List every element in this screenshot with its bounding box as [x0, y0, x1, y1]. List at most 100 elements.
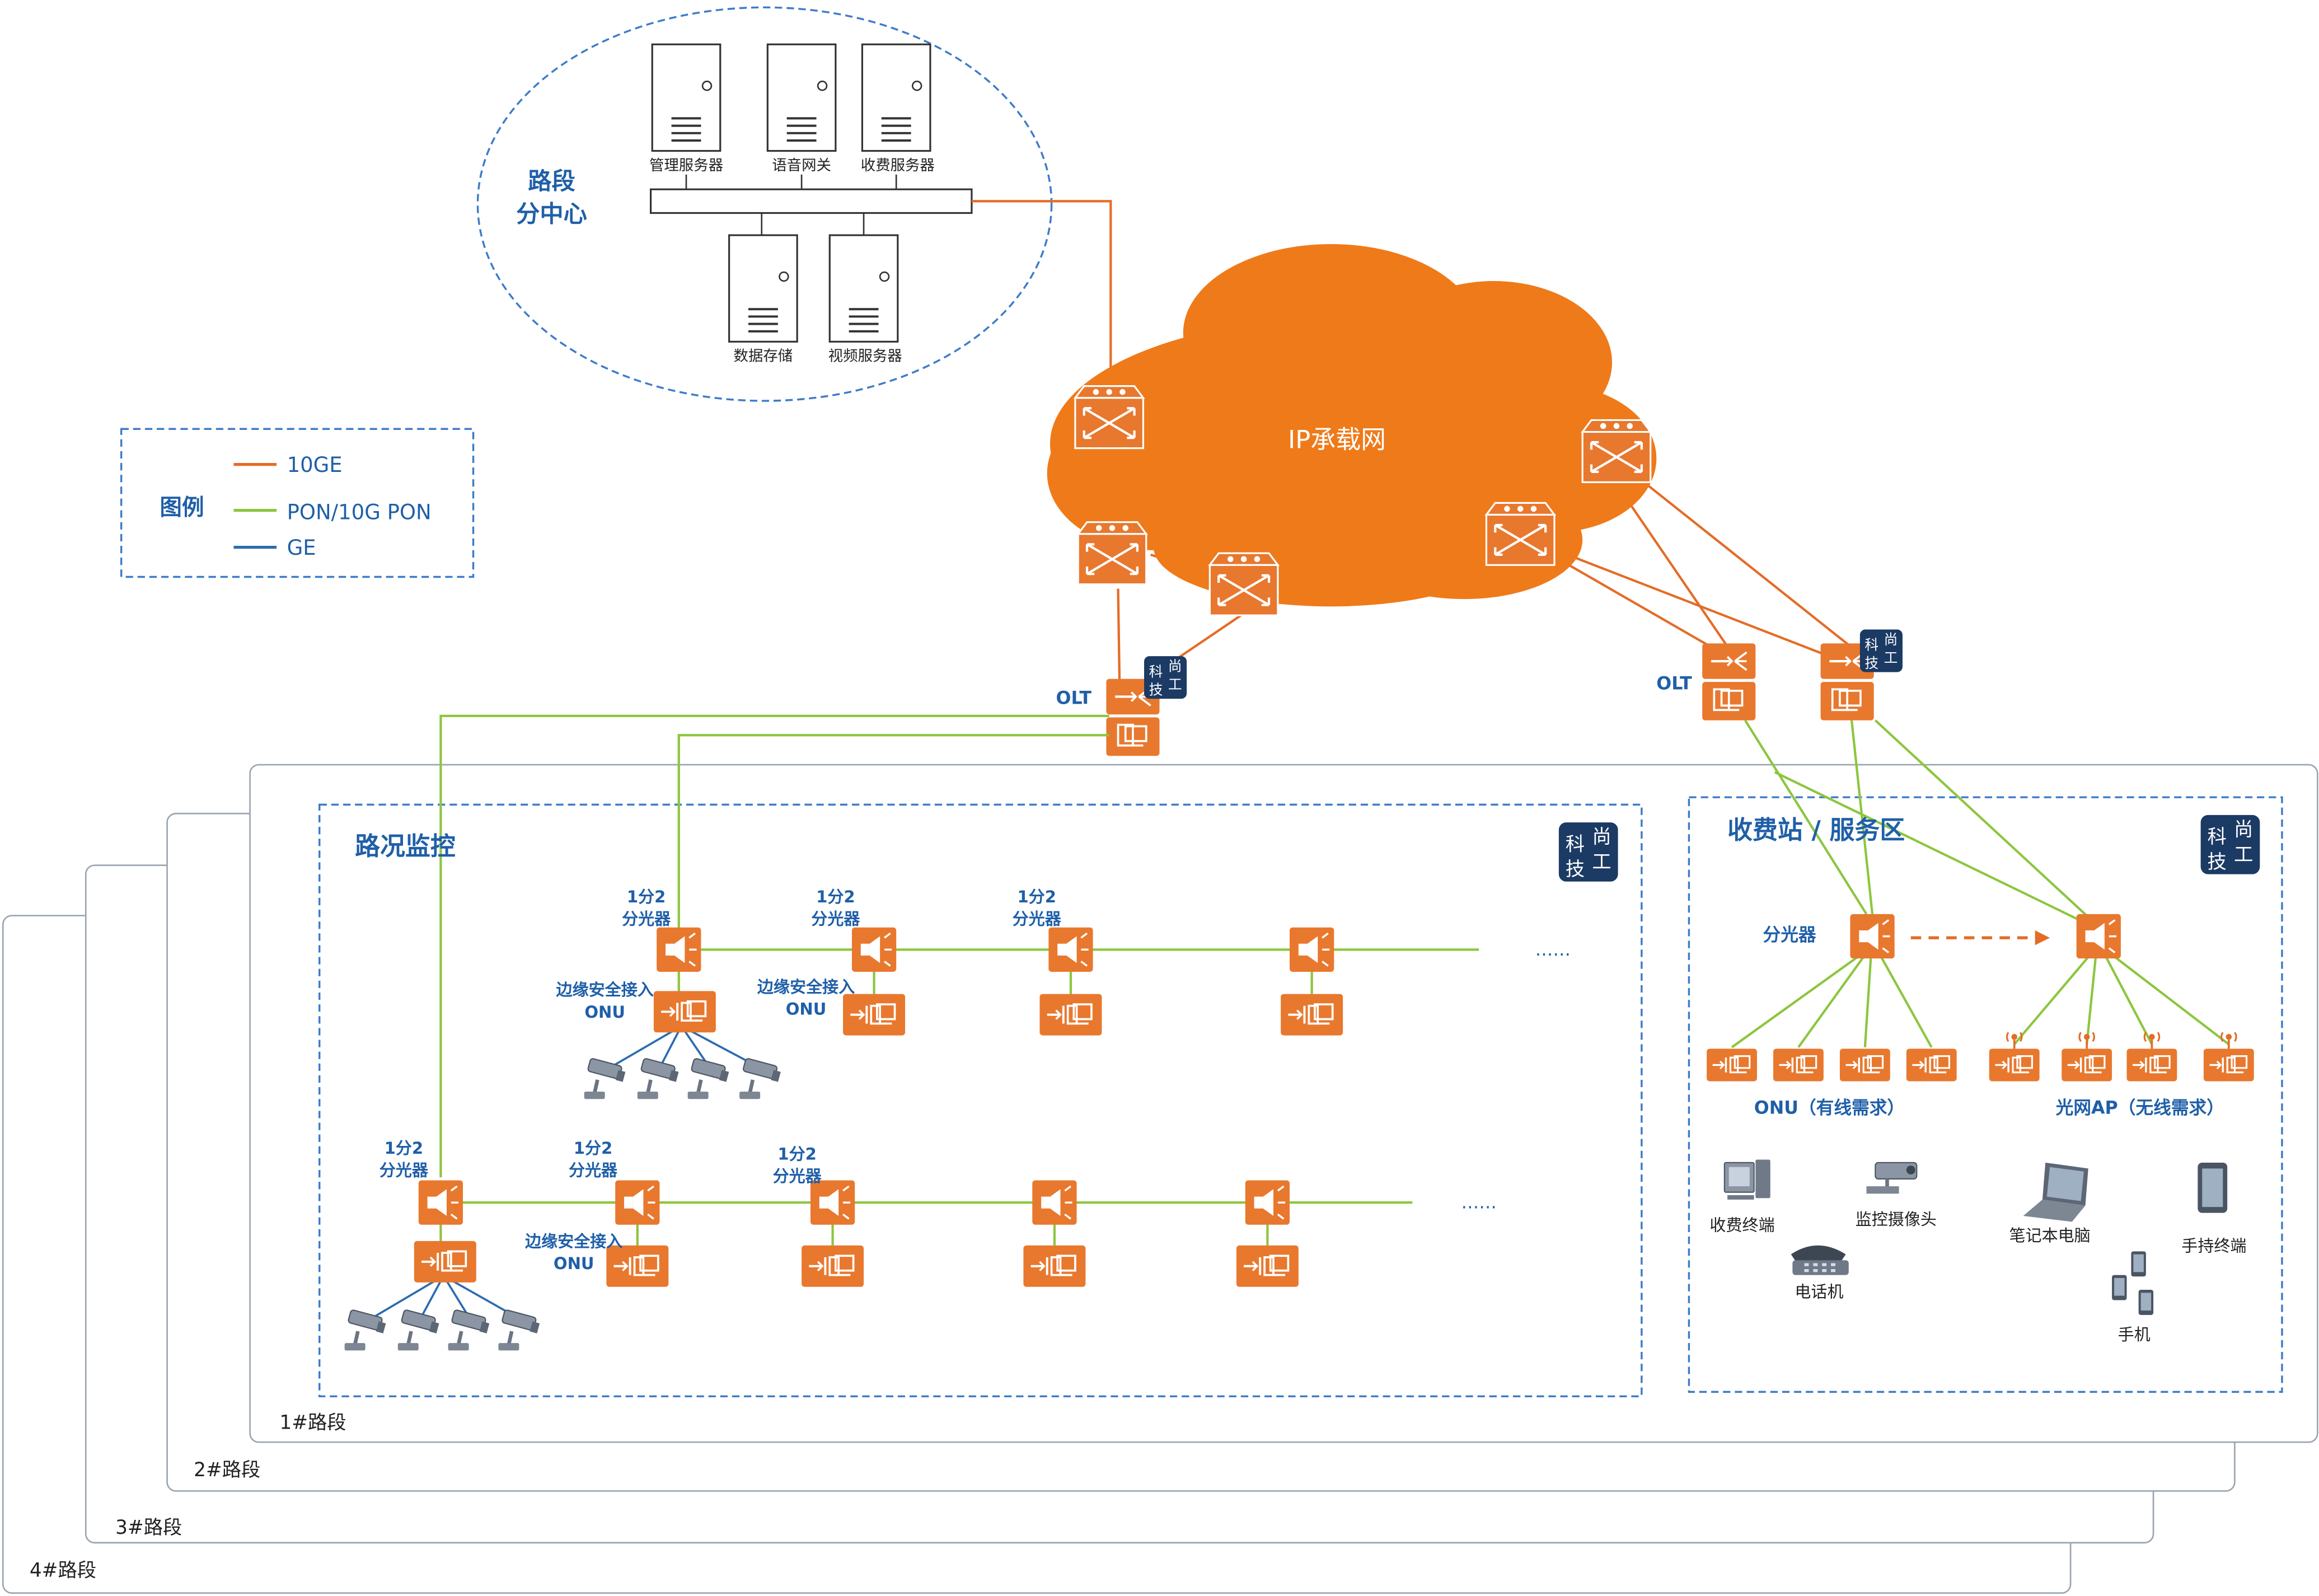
- onu-label-r1-2a: 边缘安全接入: [757, 977, 855, 996]
- toll-onu-icon-1: [1706, 1047, 1758, 1083]
- onu-icon-r1-3: [1038, 993, 1103, 1037]
- splitter-label-r2-1b: 分光器: [380, 1161, 429, 1180]
- onu-icon-r2-3: [800, 1244, 865, 1288]
- subcenter-title-line2: 分中心: [516, 200, 587, 227]
- onu-label-r2-2a: 边缘安全接入: [525, 1232, 622, 1251]
- handheld-terminal-icon: [2198, 1162, 2228, 1213]
- server-bus: [649, 188, 973, 214]
- toll-title: 收费站 / 服务区: [1727, 815, 1905, 845]
- toll-splitter-label: 分光器: [1763, 925, 1816, 945]
- splitter-label-r2-2a: 1分2: [574, 1139, 612, 1158]
- olt-left-label: OLT: [1056, 689, 1092, 709]
- olt-right-label: OLT: [1656, 673, 1692, 694]
- storage-server-label: 数据存储: [734, 348, 793, 365]
- splitter-icon-r1-4: [1289, 926, 1335, 973]
- splitter-icon-r1-1: [655, 926, 702, 973]
- video-server-icon: [828, 234, 899, 343]
- router-icon-3: [1210, 553, 1278, 615]
- onu-icon-r2-4: [1022, 1244, 1087, 1288]
- toll-onu-icon-3: [1839, 1047, 1891, 1083]
- splitter-icon-r2-2: [614, 1179, 661, 1226]
- splitter-label-r2-3a: 1分2: [777, 1145, 816, 1164]
- ellipsis-r2: ……: [1461, 1193, 1497, 1213]
- router-icon-5: [1486, 503, 1554, 565]
- mobile-phone-icon: [2112, 1251, 2154, 1315]
- telephone-label: 电话机: [1795, 1282, 1843, 1301]
- splitter-label-r2-2b: 分光器: [569, 1161, 618, 1180]
- onu-label-r1-1b: ONU: [584, 1003, 625, 1022]
- legend-label-pon: PON/10G PON: [287, 500, 432, 524]
- toll-onu-caption: ONU（有线需求）: [1754, 1098, 1905, 1118]
- router-icon-1: [1075, 386, 1144, 448]
- toll-onu-icon-4: [1905, 1047, 1958, 1083]
- monitor-zone: [318, 803, 1643, 1398]
- splitter-arrow-head: [2035, 930, 2050, 946]
- olt-right-icon-1: [1702, 643, 1755, 720]
- video-server-label: 视频服务器: [828, 348, 902, 365]
- voice-gateway-icon: [766, 43, 837, 152]
- splitter-label-r2-3b: 分光器: [773, 1167, 822, 1186]
- splitter-icon-r1-3: [1047, 926, 1094, 973]
- onu-icon-r1-1: [652, 990, 717, 1034]
- onu-label-r2-2b: ONU: [554, 1254, 594, 1273]
- toll-splitter-icon-2: [2075, 913, 2122, 960]
- toll-splitter-icon-1: [1849, 913, 1896, 960]
- splitter-icon-r2-1: [418, 1179, 464, 1226]
- mgmt-server-label: 管理服务器: [649, 157, 723, 174]
- segment-label-4: 4#路段: [30, 1560, 96, 1582]
- splitter-icon-r1-2: [851, 926, 897, 973]
- splitter-label-r1-1b: 分光器: [622, 909, 671, 928]
- billing-terminal-icon: [1723, 1159, 1770, 1200]
- segment-label-2: 2#路段: [194, 1459, 260, 1481]
- splitter-icon-r2-4: [1031, 1179, 1078, 1226]
- onu-label-r1-1a: 边缘安全接入: [556, 980, 654, 999]
- router-icon-2: [1078, 522, 1146, 584]
- legend-box: [120, 428, 475, 578]
- segment-label-1: 1#路段: [279, 1411, 346, 1434]
- splitter-icon-r2-3: [809, 1179, 856, 1226]
- onu-label-r1-2b: ONU: [786, 1000, 827, 1019]
- ip-cloud: [1047, 244, 1657, 607]
- splitter-label-r1-3b: 分光器: [1013, 909, 1062, 928]
- onu-icon-r2-2: [605, 1244, 670, 1288]
- logo-icon-monitor: [1558, 822, 1618, 882]
- segment-label-3: 3#路段: [115, 1517, 182, 1539]
- onu-icon-r1-4: [1280, 993, 1344, 1037]
- splitter-label-r1-2b: 分光器: [811, 909, 860, 928]
- segment-boxes: [2, 764, 2318, 1594]
- onu-icon-r2-5: [1235, 1244, 1300, 1288]
- toll-ap-caption: 光网AP（无线需求）: [2056, 1098, 2224, 1118]
- legend-title: 图例: [160, 495, 204, 521]
- logo-icon-olt-right: [1859, 629, 1903, 672]
- monitor-title: 路况监控: [355, 831, 456, 861]
- subcenter-ellipse: [476, 6, 1053, 402]
- onu-icon-r1-2: [842, 993, 907, 1037]
- billing-server-icon: [861, 43, 931, 152]
- handheld-terminal-label: 手持终端: [2181, 1236, 2246, 1255]
- mgmt-server-icon: [651, 43, 722, 152]
- legend-label-10ge: 10GE: [287, 453, 343, 477]
- ellipsis-r1: ……: [1535, 940, 1571, 960]
- surveillance-camera-label: 监控摄像头: [1856, 1210, 1937, 1229]
- splitter-label-r1-2a: 1分2: [816, 887, 855, 906]
- billing-terminal-label: 收费终端: [1709, 1215, 1774, 1234]
- cloud-label: IP承载网: [1288, 425, 1386, 455]
- onu-icon-r2-1: [413, 1239, 477, 1284]
- telephone-icon: [1791, 1245, 1849, 1275]
- logo-icon-olt-left: [1144, 656, 1187, 699]
- surveillance-camera-icon: [1866, 1162, 1918, 1194]
- billing-server-label: 收费服务器: [861, 157, 935, 174]
- router-icon-4: [1582, 420, 1651, 482]
- toll-onu-icon-2: [1772, 1047, 1825, 1083]
- mobile-phone-label: 手机: [2118, 1325, 2151, 1344]
- subcenter-title-line1: 路段: [528, 167, 575, 195]
- voice-gateway-label: 语音网关: [772, 157, 831, 174]
- storage-server-icon: [728, 234, 799, 343]
- splitter-label-r1-1a: 1分2: [627, 887, 666, 906]
- splitter-icon-r2-5: [1244, 1179, 1291, 1226]
- logo-icon-toll: [2200, 815, 2260, 874]
- laptop-icon: [2023, 1162, 2088, 1222]
- splitter-label-r1-3a: 1分2: [1017, 887, 1056, 906]
- splitter-label-r2-1a: 1分2: [385, 1139, 423, 1158]
